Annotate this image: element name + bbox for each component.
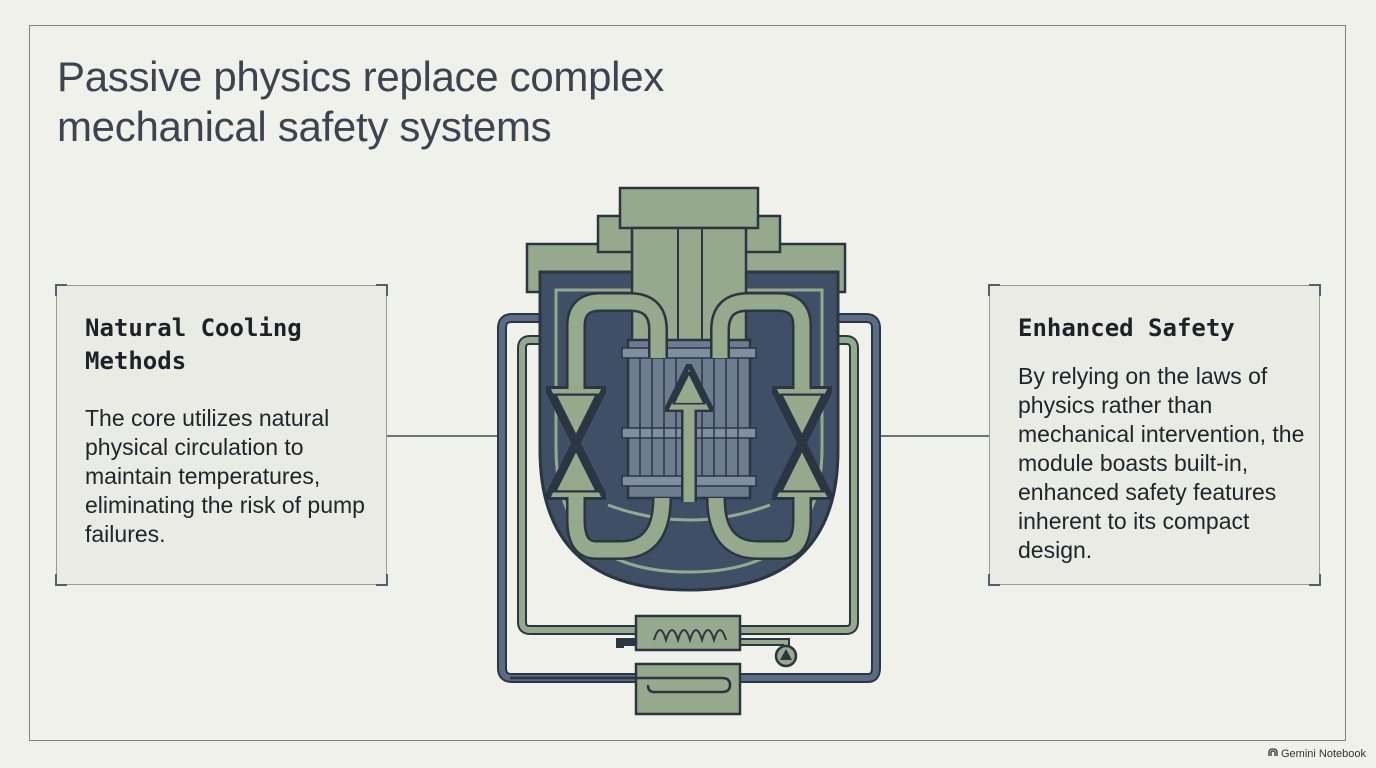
- natural-cooling-body: The core utilizes natural physical circu…: [85, 405, 365, 547]
- right-connector-line: [877, 435, 989, 437]
- steam-generator: [510, 662, 742, 716]
- enhanced-safety-heading: Enhanced Safety: [1018, 314, 1235, 342]
- natural-cooling-heading: Natural Cooling Methods: [85, 314, 302, 375]
- brand-mark: Gemini Notebook: [1268, 748, 1366, 760]
- brand-label: Gemini Notebook: [1281, 748, 1366, 760]
- reactor-diagram: [497, 186, 881, 716]
- page-title: Passive physics replace complex mechanic…: [57, 53, 664, 150]
- notebook-logo-icon: [1268, 748, 1278, 760]
- left-connector-line: [387, 435, 497, 437]
- enhanced-safety-body: By relying on the laws of physics rather…: [1018, 363, 1305, 563]
- heat-exchanger: [634, 614, 742, 652]
- slide-frame: [29, 25, 1346, 741]
- natural-cooling-panel: Natural Cooling Methods The core utilize…: [55, 284, 388, 586]
- pump-icon: [774, 644, 798, 668]
- circulation-arrows: [576, 292, 802, 560]
- enhanced-safety-panel: Enhanced Safety By relying on the laws o…: [988, 284, 1321, 586]
